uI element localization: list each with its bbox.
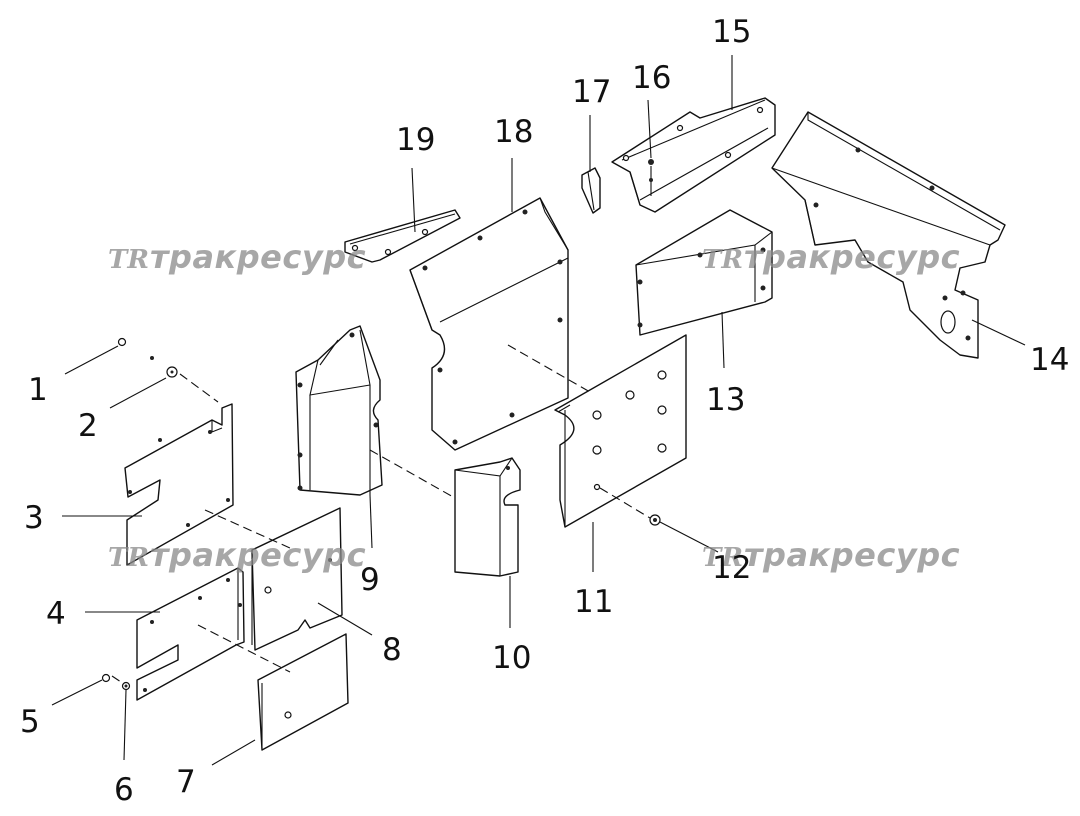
assembly-lines (111, 344, 651, 685)
callout-6: 6 (114, 772, 134, 808)
watermark-text: тракресурс (150, 536, 366, 574)
callout-7: 7 (176, 764, 196, 800)
callout-3: 3 (24, 500, 44, 536)
watermark-logo: TR (702, 543, 743, 573)
callout-8: 8 (382, 632, 402, 668)
watermark-logo: TR (108, 245, 149, 275)
part-7-plate (257, 633, 349, 751)
part-6-nut (121, 681, 131, 691)
part-10-channel (454, 457, 521, 577)
part-15-bracket (611, 97, 776, 213)
callout-13: 13 (706, 382, 745, 418)
watermark-2: TR тракресурс (702, 238, 960, 276)
watermark-logo: TR (108, 543, 149, 573)
part-9-guard (295, 325, 383, 496)
callout-15: 15 (712, 14, 751, 50)
part-4-sheet (136, 567, 245, 701)
part-8-plate (251, 507, 343, 651)
callout-16: 16 (632, 60, 671, 96)
watermark-text: тракресурс (150, 238, 366, 276)
part-12-bolt (649, 514, 661, 526)
watermark-text: тракресурс (744, 238, 960, 276)
part-13-bracket (635, 209, 773, 336)
callout-19: 19 (396, 122, 435, 158)
watermark-1: TR тракресурс (108, 238, 366, 276)
leader-lines (51, 55, 1026, 766)
part-1-screw (117, 337, 154, 360)
part-19-bracket (344, 209, 461, 263)
callout-14: 14 (1030, 342, 1069, 378)
watermark-3: TR тракресурс (108, 536, 366, 574)
part-11-plate (554, 334, 687, 528)
callout-9: 9 (360, 562, 380, 598)
part-3-sheet (124, 403, 234, 566)
part-2-washer (166, 366, 178, 378)
part-5-screw (101, 673, 111, 683)
watermark-logo: TR (702, 245, 743, 275)
callout-1: 1 (28, 372, 48, 408)
callout-12: 12 (712, 550, 751, 586)
watermark-4: TR тракресурс (702, 536, 960, 574)
part-16-bolt (648, 159, 654, 196)
callout-18: 18 (494, 114, 533, 150)
part-17-wedge (581, 167, 601, 214)
part-14-plate (771, 111, 1006, 359)
callout-10: 10 (492, 640, 531, 676)
callout-5: 5 (20, 704, 40, 740)
callout-4: 4 (46, 596, 66, 632)
callout-labels: 1 2 3 4 5 6 7 8 9 10 11 12 13 14 15 16 1… (20, 14, 1069, 808)
part-18-panel (409, 197, 569, 451)
watermark-text: тракресурс (744, 536, 960, 574)
callout-17: 17 (572, 74, 611, 110)
callout-2: 2 (78, 408, 98, 444)
callout-11: 11 (574, 584, 613, 620)
